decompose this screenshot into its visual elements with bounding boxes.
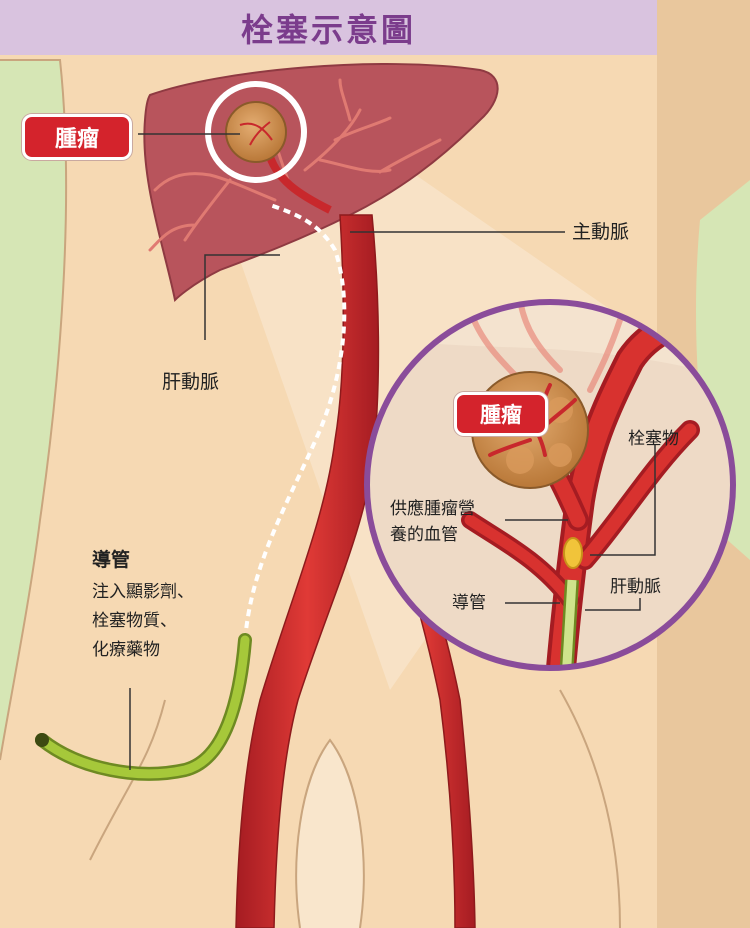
tumor-liver <box>225 101 287 163</box>
catheter-tube <box>37 635 250 779</box>
tumor-label-badge: 腫瘤 <box>22 114 132 160</box>
catheter-title-label: 導管 <box>92 549 131 571</box>
inset-hepatic-artery-label: 肝動脈 <box>610 577 661 597</box>
legs-gap <box>295 738 365 928</box>
title-bar: 栓塞示意圖 <box>0 0 657 55</box>
catheter-desc-line: 化療藥物 <box>92 640 160 660</box>
catheter-description: 注入顯影劑、 栓塞物質、 化療藥物 <box>92 578 194 665</box>
inset-tumor-label-badge: 腫瘤 <box>454 392 548 436</box>
leader-lines <box>129 133 565 770</box>
inset-ring <box>364 299 736 671</box>
embolus-label: 栓塞物 <box>628 429 679 449</box>
inset-catheter-label: 導管 <box>452 593 486 613</box>
catheter-desc-line: 栓塞物質、 <box>92 611 177 631</box>
catheter-desc-line: 注入顯影劑、 <box>92 582 194 602</box>
aorta-label: 主動脈 <box>572 221 630 243</box>
feeding-vessel-line: 養的血管 <box>390 525 458 545</box>
catheter-tip <box>35 733 49 747</box>
diagram-title: 栓塞示意圖 <box>240 10 416 49</box>
feeding-vessel-line: 供應腫瘤營 <box>390 499 475 519</box>
tumor-highlight-ring <box>205 81 307 183</box>
left-arm <box>0 60 67 760</box>
embolus-particle <box>563 537 583 569</box>
inset-leader-lines <box>505 445 656 611</box>
catheter-path <box>243 203 347 641</box>
hepatic-artery-label: 肝動脈 <box>162 371 220 393</box>
feeding-vessel-label: 供應腫瘤營 養的血管 <box>390 496 475 548</box>
